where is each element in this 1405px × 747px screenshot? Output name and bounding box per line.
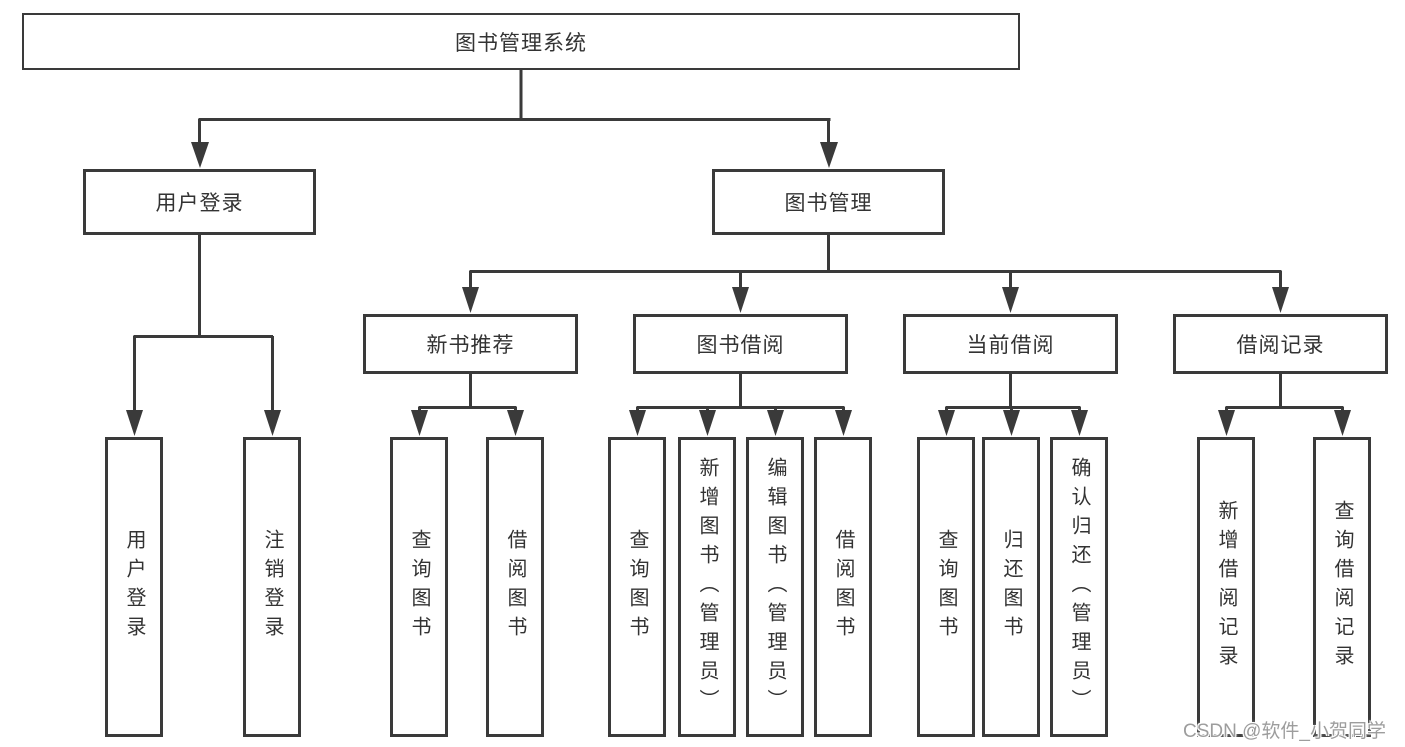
leaf-add-borrow-record: 新增借阅记录: [1197, 437, 1255, 737]
node-current-borrowing: 当前借阅: [903, 314, 1118, 374]
leaf-query-books-recommend: 查询图书: [390, 437, 448, 737]
leaf-query-books-borrowing: 查询图书: [608, 437, 666, 737]
leaf-borrow-books-recommend: 借阅图书: [486, 437, 544, 737]
leaf-user-login: 用户登录: [105, 437, 163, 737]
leaf-confirm-return-admin: 确认归还（管理员）: [1050, 437, 1108, 737]
leaf-query-books-current: 查询图书: [917, 437, 975, 737]
leaf-query-borrow-record: 查询借阅记录: [1313, 437, 1371, 737]
node-book-management: 图书管理: [712, 169, 945, 235]
leaf-add-book-admin: 新增图书（管理员）: [678, 437, 736, 737]
leaf-logout: 注销登录: [243, 437, 301, 737]
leaf-return-books: 归还图书: [982, 437, 1040, 737]
node-book-borrowing: 图书借阅: [633, 314, 848, 374]
csdn-watermark: CSDN @软件_小贺同学: [1183, 721, 1386, 742]
node-borrowing-records: 借阅记录: [1173, 314, 1388, 374]
leaf-edit-book-admin: 编辑图书（管理员）: [746, 437, 804, 737]
node-new-book-recommendation: 新书推荐: [363, 314, 578, 374]
node-book-management-system: 图书管理系统: [22, 13, 1020, 70]
node-user-login: 用户登录: [83, 169, 316, 235]
leaf-borrow-books-borrowing: 借阅图书: [814, 437, 872, 737]
